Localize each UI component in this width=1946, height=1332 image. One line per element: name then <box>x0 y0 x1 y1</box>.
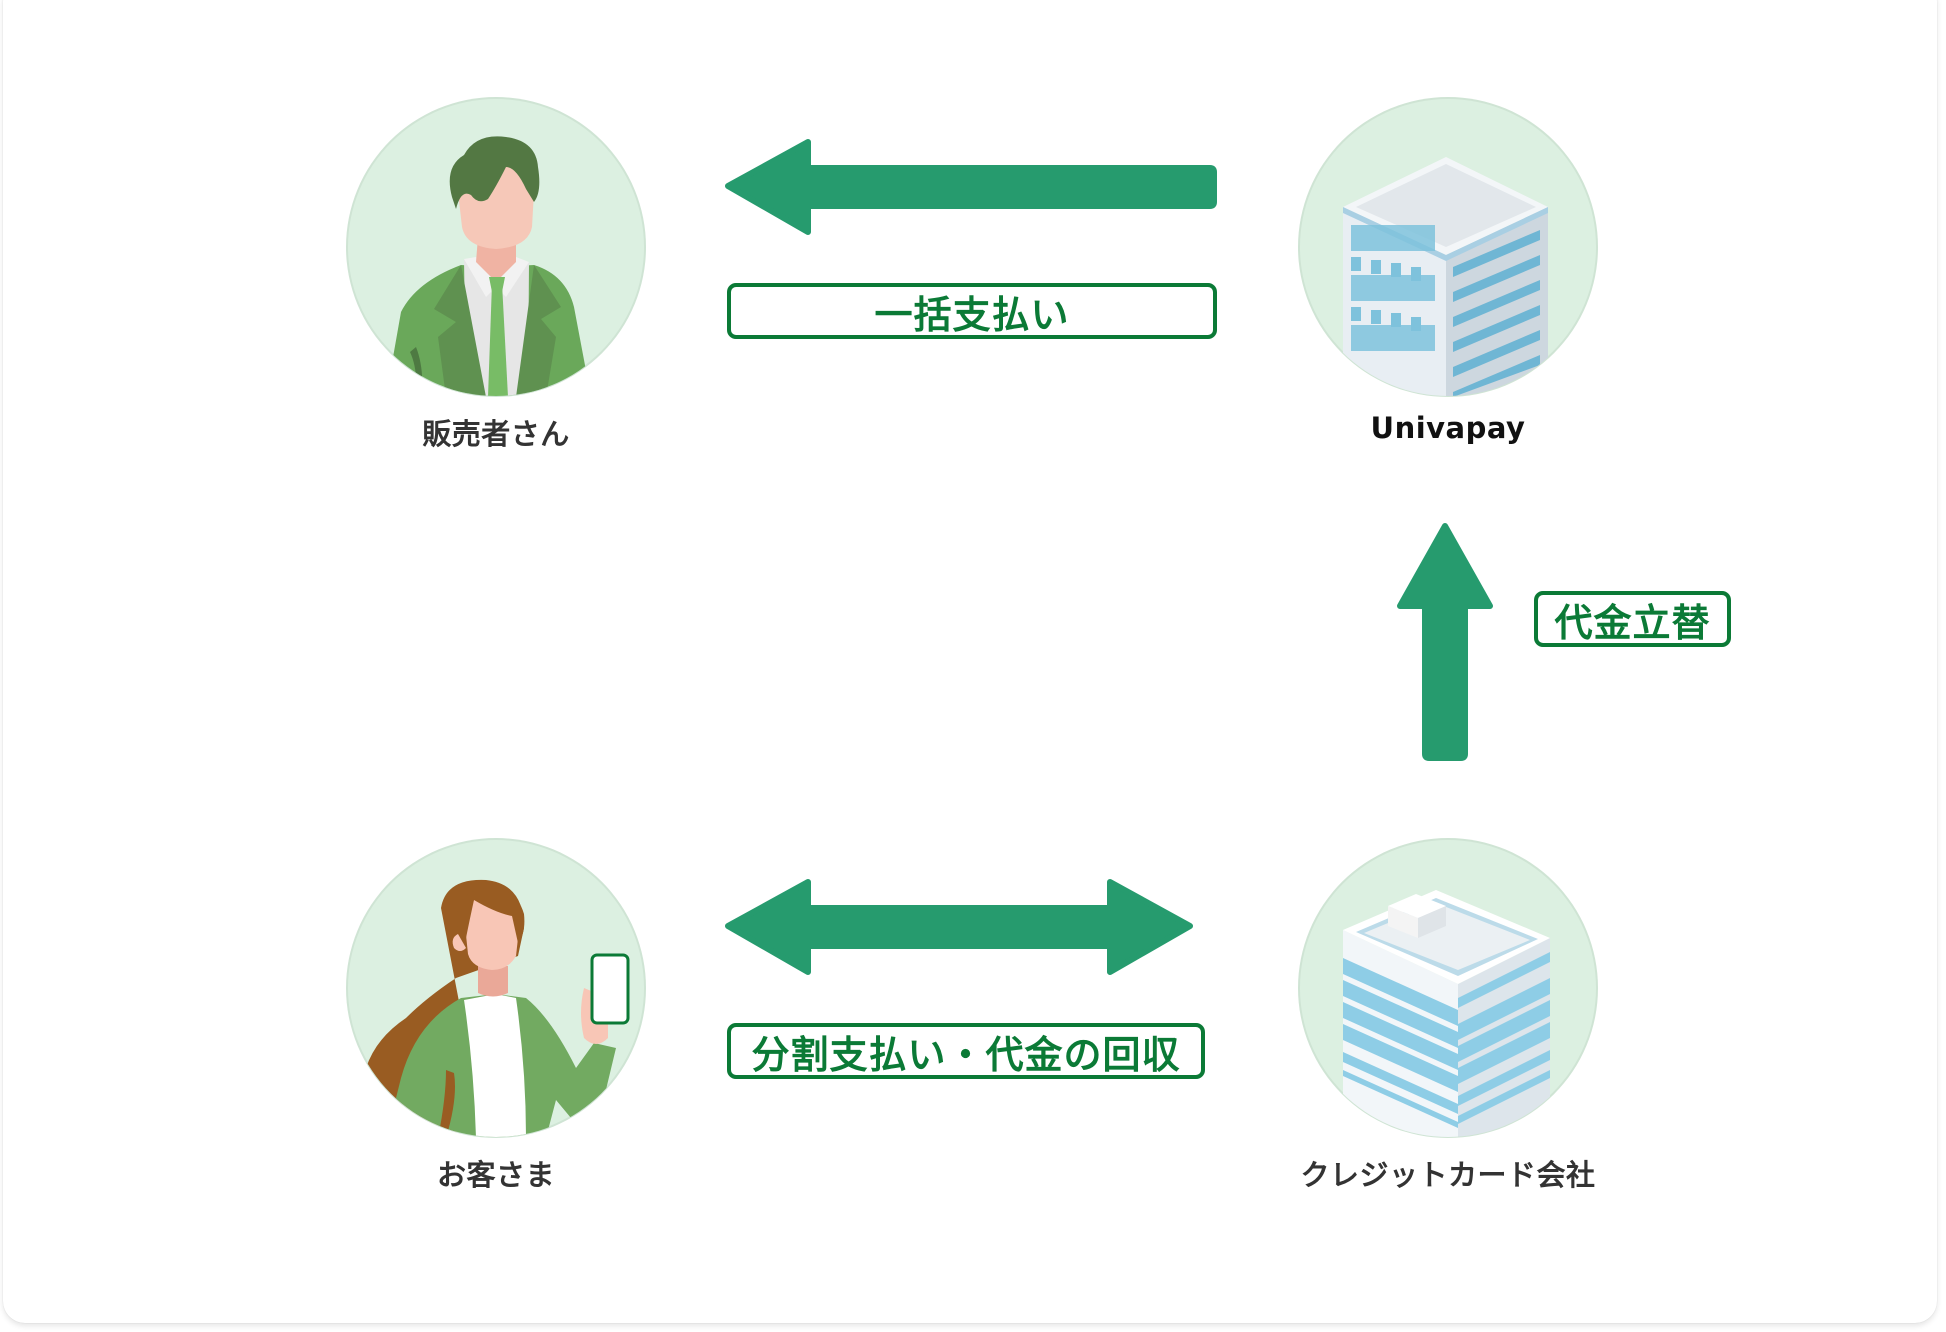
arrow-up-icon <box>1397 523 1493 761</box>
diagram-card <box>3 0 1937 1323</box>
node-label-card-company: クレジットカード会社 <box>1300 1158 1596 1192</box>
woman-with-smartphone-icon <box>346 838 646 1138</box>
businessman-icon <box>346 97 646 397</box>
flow-label-lump-sum-payment: 一括支払い <box>727 283 1217 339</box>
flow-label-installment-collection: 分割支払い・代金の回収 <box>727 1023 1205 1079</box>
node-label-seller: 販売者さん <box>422 417 570 451</box>
node-seller: 販売者さん <box>346 97 646 451</box>
node-customer: お客さま <box>346 838 646 1192</box>
node-univapay: Univapay <box>1298 97 1598 445</box>
arrow-bidirectional-icon <box>725 879 1193 975</box>
flow-label-advance-payment: 代金立替 <box>1534 591 1731 647</box>
arrow-left-icon <box>725 139 1217 235</box>
node-label-univapay: Univapay <box>1370 411 1526 445</box>
node-card-company: クレジットカード会社 <box>1298 838 1598 1192</box>
office-building-icon <box>1298 97 1598 397</box>
node-label-customer: お客さま <box>436 1158 555 1192</box>
office-tower-icon <box>1298 838 1598 1138</box>
